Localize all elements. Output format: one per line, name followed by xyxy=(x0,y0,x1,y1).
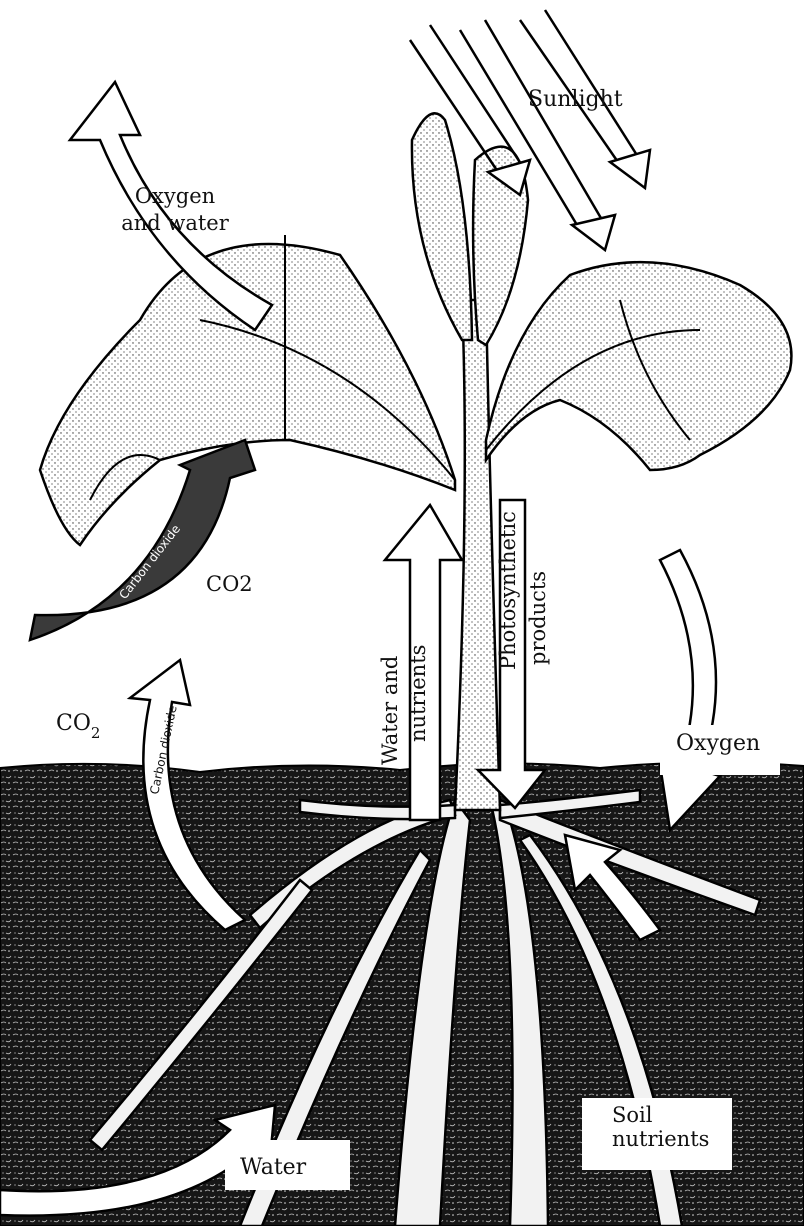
right-leaf xyxy=(486,262,791,470)
stem xyxy=(455,300,500,810)
label-oxygen-soil: Oxygen xyxy=(676,731,760,756)
label-co2-lower: CO2 xyxy=(56,711,100,742)
label-co2-upper: CO2 xyxy=(206,572,253,596)
label-water-nutrients-1: Water and xyxy=(378,656,402,765)
label-water-soil: Water xyxy=(240,1155,307,1180)
label-water-nutrients-2: nutrients xyxy=(406,645,430,742)
label-sunlight: Sunlight xyxy=(528,87,623,112)
label-soil-nutrients-1: Soil xyxy=(612,1103,653,1127)
label-soil-nutrients-2: nutrients xyxy=(612,1127,709,1151)
label-oxygen-water-1: Oxygen xyxy=(135,184,215,208)
label-oxygen-water-2: and water xyxy=(121,211,230,235)
label-photosynthetic-2: products xyxy=(526,571,550,665)
top-leaf-left xyxy=(412,113,472,340)
label-photosynthetic-1: Photosynthetic xyxy=(496,511,520,670)
